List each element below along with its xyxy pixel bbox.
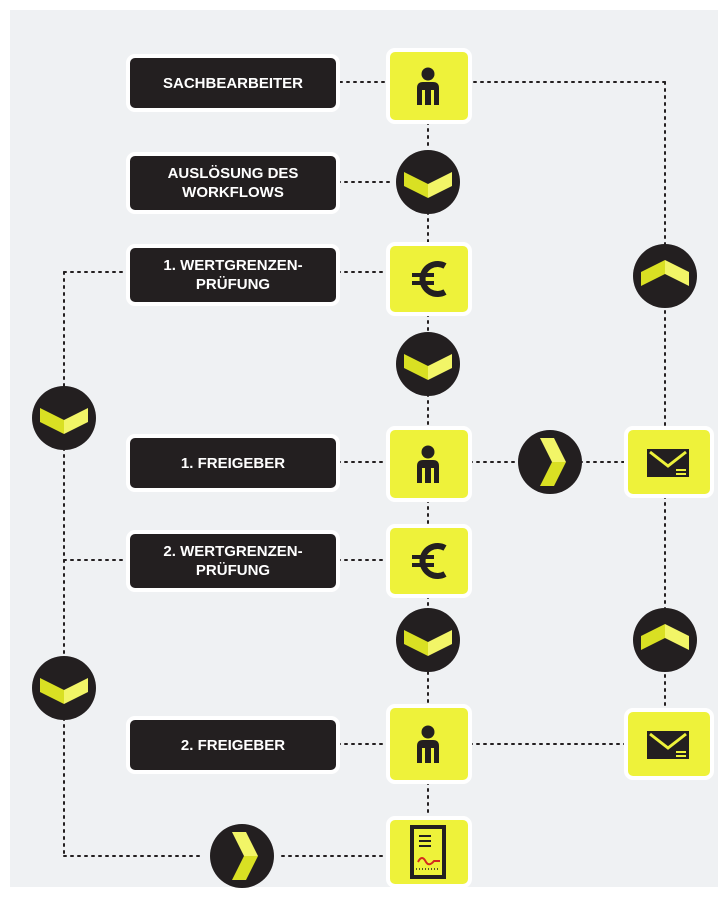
document-icon [386,816,472,888]
step-label-text: 2. WERTGRENZEN-PRÜFUNG [163,543,303,579]
chevron-down-icon [32,386,96,450]
envelope-icon [624,426,714,498]
chevron-up-icon [633,608,697,672]
chevron-up-icon [633,244,697,308]
euro-icon [386,524,472,598]
chevron-down-icon [32,656,96,720]
person-icon [386,704,472,784]
step-label-text: 1. FREIGEBER [180,454,286,472]
step-label-text: AUSLÖSUNG DES WORKFLOWS [167,165,299,201]
step-label-freigeber-2: 2. FREIGEBER [126,716,340,774]
chevron-down-icon [396,332,460,396]
step-label-text: 1. WERTGRENZEN-PRÜFUNG [163,257,303,293]
step-label-freigeber-1: 1. FREIGEBER [126,434,340,492]
chevron-right-icon [518,430,582,494]
person-icon [386,48,472,124]
step-label-sachbearbeiter: SACHBEARBEITER [126,54,340,112]
person-icon [386,426,472,502]
chevron-down-icon [396,150,460,214]
step-label-ausloesung: AUSLÖSUNG DES WORKFLOWS [126,152,340,214]
step-label-text: SACHBEARBEITER [162,74,303,92]
step-label-wertgrenze-1: 1. WERTGRENZEN-PRÜFUNG [126,244,340,306]
chevron-down-icon [396,608,460,672]
step-label-wertgrenze-2: 2. WERTGRENZEN-PRÜFUNG [126,530,340,592]
step-label-text: 2. FREIGEBER [180,736,286,754]
envelope-icon [624,708,714,780]
euro-icon [386,242,472,316]
chevron-right-icon [210,824,274,888]
